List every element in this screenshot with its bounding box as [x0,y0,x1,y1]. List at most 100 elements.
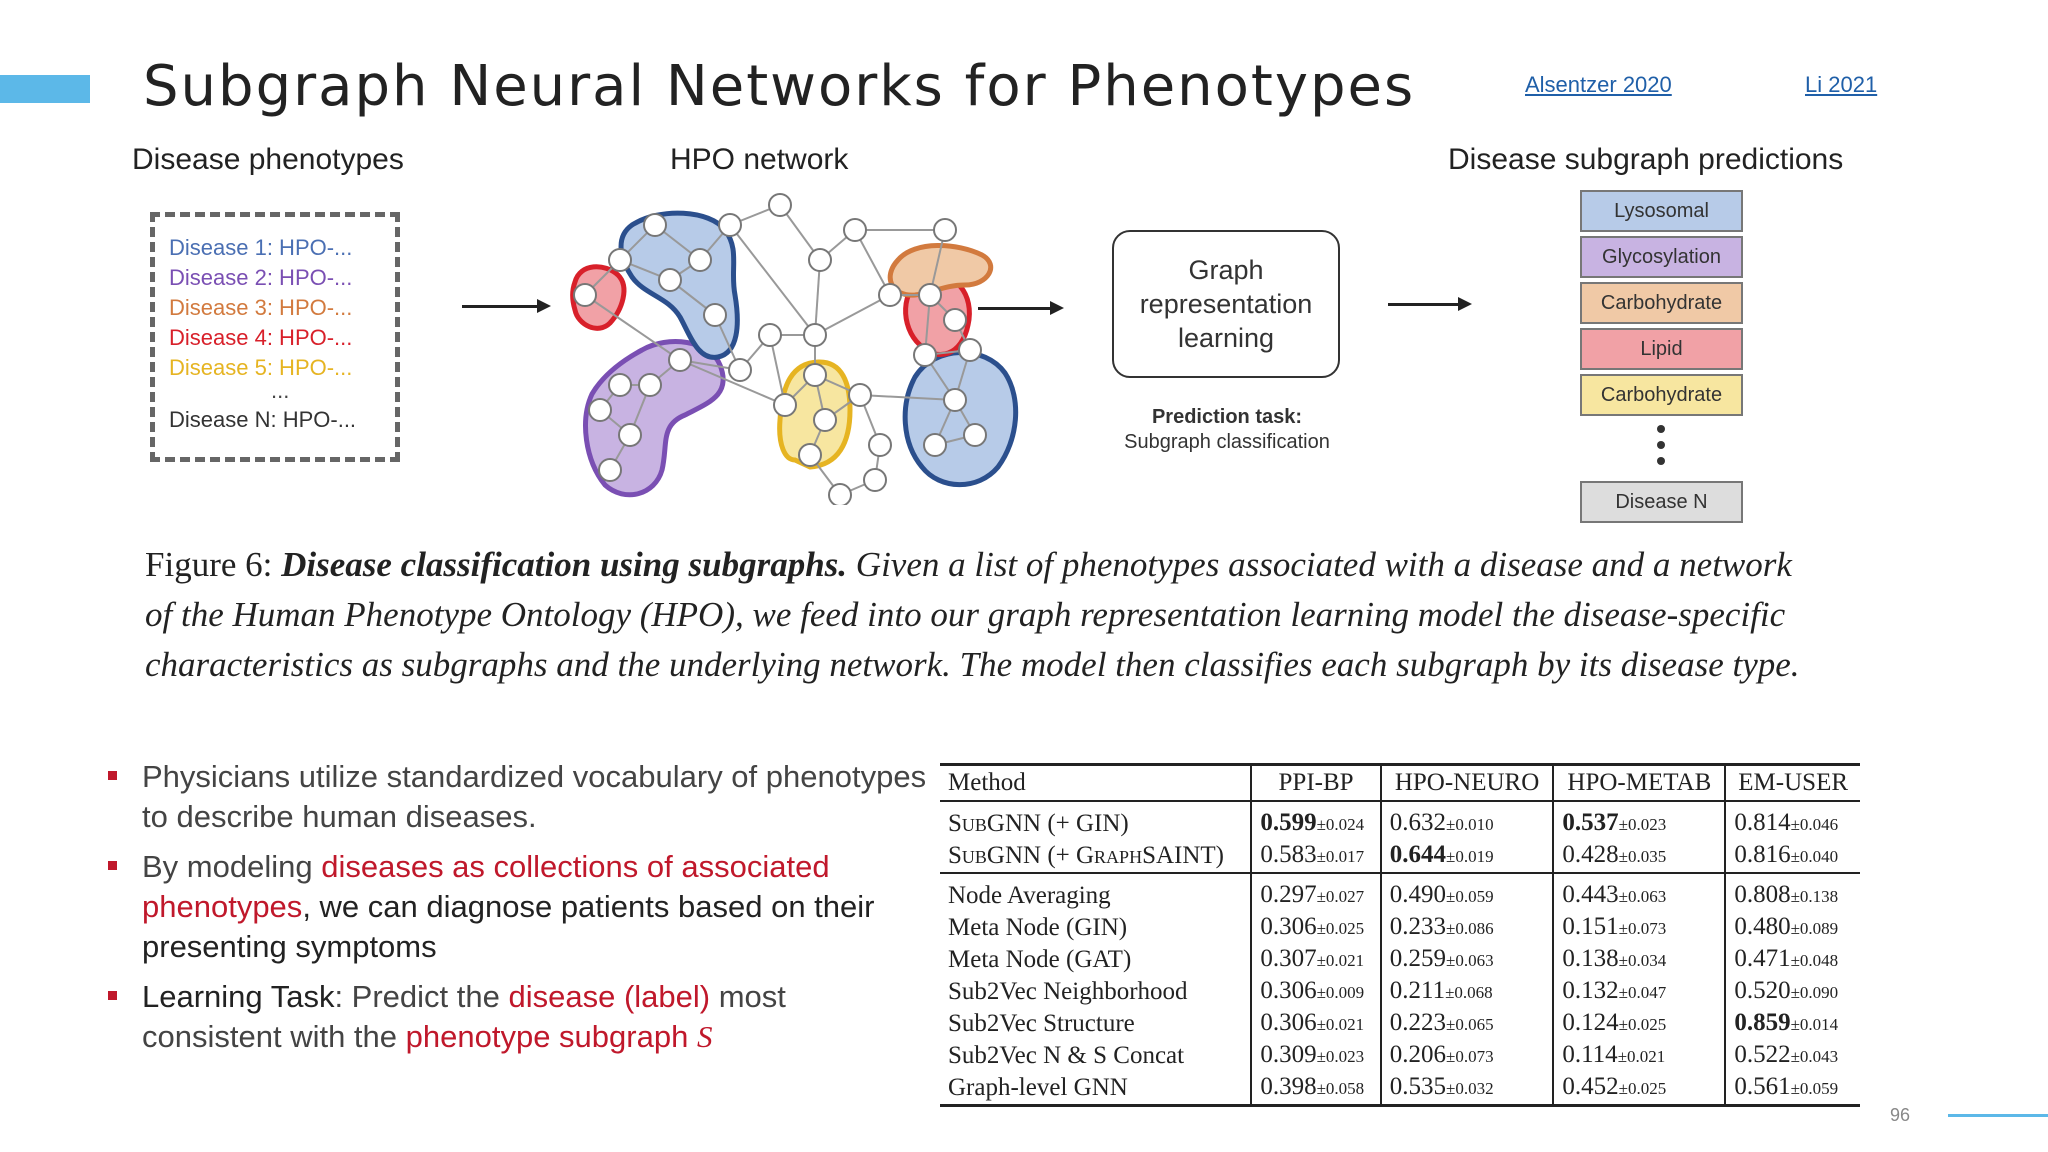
mean-value: 0.814 [1734,809,1791,836]
method-cell: Sub2Vec Neighborhood [940,976,1253,1008]
graph-representation-learning-box: Graph representation learning [1112,230,1340,378]
value-cell: 0.398±0.058 [1251,1072,1382,1106]
method-cell: SubGNN (+ GIN) [940,801,1253,840]
value-cell: 0.138±0.034 [1553,944,1727,976]
network-node [758,323,782,347]
value-cell: 0.583±0.017 [1251,840,1382,873]
value-cell: 0.808±0.138 [1725,873,1860,912]
figure-caption: Figure 6: Disease classification using s… [145,540,1825,690]
mean-value: 0.808 [1734,881,1791,908]
network-node [618,423,642,447]
network-node [933,218,957,242]
bullet-3-highlight-2: phenotype subgraph [405,1019,697,1054]
network-node [843,218,867,242]
mean-value: 0.535 [1389,1073,1447,1100]
disease-item: Disease 1: HPO-... [169,235,353,260]
value-cell: 0.452±0.025 [1553,1072,1727,1106]
table-header: HPO-NEURO [1380,764,1555,801]
std-value: ±0.021 [1617,1047,1666,1066]
std-value: ±0.090 [1790,983,1839,1002]
network-node [643,213,667,237]
method-cell: Meta Node (GIN) [940,912,1253,944]
std-value: ±0.021 [1316,951,1365,970]
bullet-item-3: Learning Task: Predict the disease (labe… [108,977,928,1057]
bullet-list: Physicians utilize standardized vocabula… [108,757,928,1067]
network-node [598,458,622,482]
table-header: PPI-BP [1251,764,1382,801]
value-cell: 0.816±0.040 [1725,840,1860,873]
mean-value: 0.644 [1389,841,1447,868]
mean-value: 0.151 [1562,913,1619,940]
std-value: ±0.025 [1618,1015,1667,1034]
std-value: ±0.063 [1446,951,1494,970]
value-cell: 0.132±0.047 [1553,976,1727,1008]
std-value: ±0.034 [1618,951,1667,970]
std-value: ±0.024 [1316,815,1365,834]
mean-value: 0.297 [1260,881,1317,908]
mean-value: 0.211 [1389,977,1446,1004]
grl-line-2: representation [1139,289,1313,319]
std-value: ±0.009 [1316,983,1365,1002]
network-node [813,408,837,432]
value-cell: 0.471±0.048 [1725,944,1860,976]
mean-value: 0.398 [1260,1073,1317,1100]
mean-value: 0.583 [1260,841,1317,868]
ref-link-li[interactable]: Li 2021 [1805,72,1878,97]
disease-phenotype-list: Disease 1: HPO-...Disease 2: HPO-...Dise… [150,212,400,462]
prediction-box: Lipid [1580,328,1743,370]
value-cell: 0.259±0.063 [1380,944,1555,976]
std-value: ±0.065 [1446,1015,1494,1034]
mean-value: 0.114 [1562,1041,1618,1068]
std-value: ±0.073 [1446,1047,1494,1066]
mean-value: 0.233 [1389,913,1447,940]
value-cell: 0.206±0.073 [1380,1040,1555,1072]
value-cell: 0.306±0.021 [1251,1008,1382,1040]
std-value: ±0.021 [1316,1015,1365,1034]
value-cell: 0.814±0.046 [1725,801,1860,840]
network-node [798,443,822,467]
arrow-1 [462,299,551,313]
network-edge [679,359,786,406]
ref-link-alsentzer[interactable]: Alsentzer 2020 [1525,72,1672,97]
network-node [803,323,827,347]
std-value: ±0.046 [1790,815,1839,834]
mean-value: 0.632 [1389,809,1447,836]
prediction-box: Carbohydrate [1580,374,1743,416]
std-value: ±0.032 [1446,1079,1494,1098]
value-cell: 0.443±0.063 [1553,873,1727,912]
subgraph-blue-right [902,350,1019,488]
value-cell: 0.151±0.073 [1553,912,1727,944]
mean-value: 0.522 [1734,1041,1791,1068]
figure-head-predictions: Disease subgraph predictions [1448,143,1844,176]
value-cell: 0.859±0.014 [1725,1008,1860,1040]
mean-value: 0.490 [1389,881,1447,908]
mean-value: 0.307 [1260,945,1317,972]
value-cell: 0.233±0.086 [1380,912,1555,944]
bottom-accent-line [1948,1114,2048,1117]
std-value: ±0.089 [1790,919,1839,938]
value-cell: 0.306±0.009 [1251,976,1382,1008]
bullet-2-highlight: diseases as collections of associated ph… [142,849,830,924]
figure-head-phenotypes: Disease phenotypes [132,143,404,176]
hpo-network-graph [570,193,1019,505]
figure-head-network: HPO network [670,143,849,176]
mean-value: 0.520 [1734,977,1791,1004]
std-value: ±0.027 [1316,887,1365,906]
bullet-3-mid: most consistent with the [142,979,786,1054]
value-cell: 0.490±0.059 [1380,873,1555,912]
network-node [913,343,937,367]
bullet-3-highlight-1: disease (label) [508,979,711,1014]
bullet-3-label: Learning Task [142,979,335,1014]
mean-value: 0.816 [1734,841,1791,868]
std-value: ±0.059 [1790,1079,1839,1098]
mean-value: 0.599 [1260,809,1317,836]
std-value: ±0.138 [1790,887,1839,906]
value-cell: 0.522±0.043 [1725,1040,1860,1072]
method-cell: SubGNN (+ GraphSAINT) [940,840,1253,873]
std-value: ±0.023 [1316,1047,1365,1066]
value-cell: 0.297±0.027 [1251,873,1382,912]
